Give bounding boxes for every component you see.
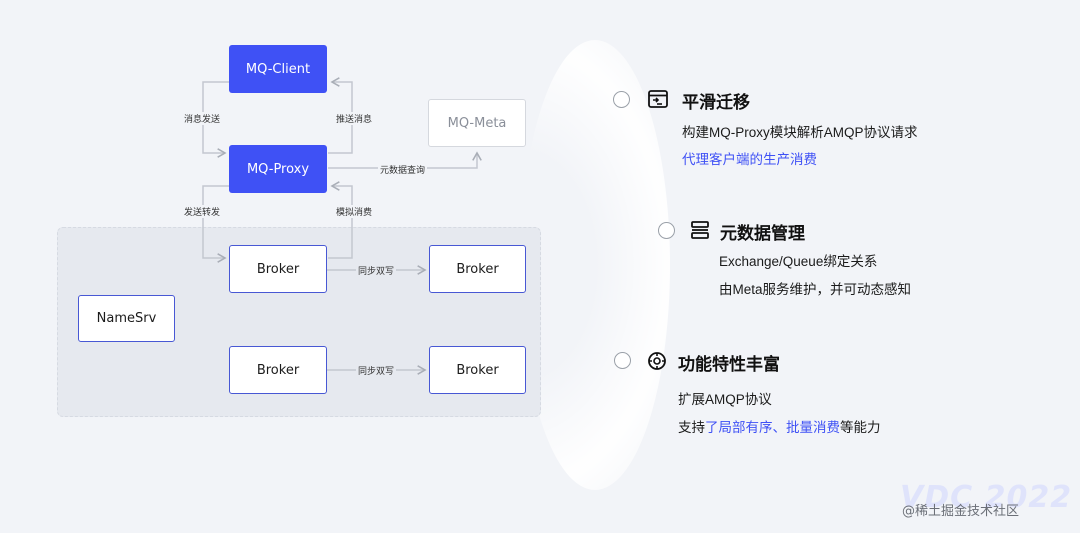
label-push-message: 推送消息	[334, 112, 375, 125]
node-broker-2: Broker	[429, 245, 526, 293]
feature-3-bullet	[614, 352, 631, 369]
feature-2-title: 元数据管理	[720, 224, 805, 243]
label-metadata-query: 元数据查询	[378, 163, 428, 176]
metadata-icon	[691, 221, 709, 239]
node-namesrv: NameSrv	[78, 295, 175, 342]
feature-3-title: 功能特性丰富	[678, 355, 780, 374]
feature-2-line-1: Exchange/Queue绑定关系	[719, 254, 878, 269]
features-icon	[648, 352, 666, 370]
label-simulate-consume: 模拟消费	[334, 205, 375, 218]
label-sync-write-1: 同步双写	[356, 264, 397, 277]
feature-1-line-1: 构建MQ-Proxy模块解析AMQP协议请求	[682, 125, 918, 140]
edge-simulate-consume	[328, 181, 353, 259]
label-send-forward: 发送转发	[182, 205, 223, 218]
vdc-logo: VDC 2022	[900, 480, 1073, 515]
node-broker-4: Broker	[429, 346, 526, 394]
label-sync-write-2: 同步双写	[356, 364, 397, 377]
edge-send-forward	[202, 185, 229, 263]
migration-icon	[648, 90, 668, 108]
feature-1-line-2: 代理客户端的生产消费	[682, 152, 817, 167]
feature-1-bullet	[613, 91, 630, 108]
node-mq-client: MQ-Client	[229, 45, 327, 93]
edge-metadata-query	[328, 151, 482, 169]
feature-2-line-2: 由Meta服务维护，并可动态感知	[719, 282, 912, 297]
label-send-message: 消息发送	[182, 112, 223, 125]
feature-3-line-2: 支持了局部有序、批量消费等能力	[678, 416, 881, 436]
feature-3-line-2-prefix: 支持	[678, 420, 705, 435]
feature-3-line-2-accent: 了局部有序、批量消费	[705, 420, 840, 435]
node-mq-proxy: MQ-Proxy	[229, 145, 327, 193]
feature-3-line-2-suffix: 等能力	[840, 420, 881, 435]
node-broker-1: Broker	[229, 245, 327, 293]
node-broker-3: Broker	[229, 346, 327, 394]
feature-2-bullet	[658, 222, 675, 239]
watermark: @稀土掘金技术社区	[902, 504, 1020, 519]
feature-3-line-1: 扩展AMQP协议	[678, 392, 772, 407]
node-mq-meta: MQ-Meta	[428, 99, 526, 147]
feature-1-title: 平滑迁移	[682, 93, 750, 112]
